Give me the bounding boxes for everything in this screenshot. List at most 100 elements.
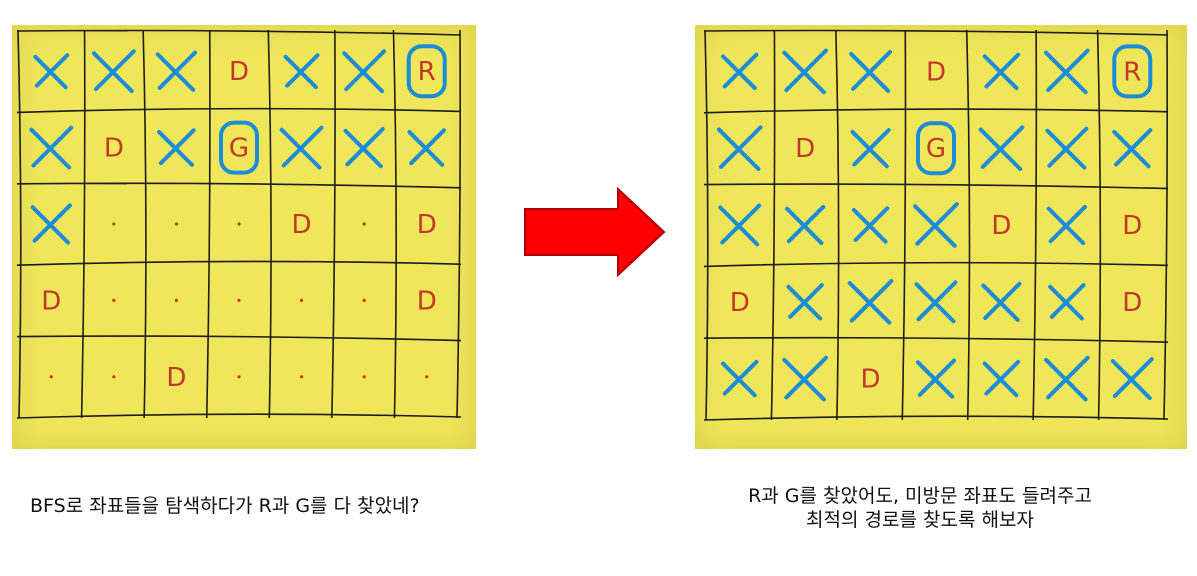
cell-letter-D: D [229,57,249,87]
grid-line-vertical [901,29,907,421]
grid-lines [703,29,1169,421]
circled-target-ring [1112,44,1153,99]
grid-line-vertical [142,29,147,419]
cell-letter-G: G [229,134,249,164]
grid-line-horizontal [703,108,1169,114]
cell-r4-c6 [1110,357,1154,401]
cell-letter-D: D [991,211,1011,241]
cell-r0-c1 [782,48,828,95]
grid-line-vertical [267,29,272,419]
visited-x-mark [785,204,826,246]
unvisited-dot [299,375,304,379]
cell-r1-c6 [407,128,446,167]
visited-x-mark [283,53,320,90]
cell-r4-c3 [915,358,957,399]
unvisited-dot [174,222,179,226]
visited-x-mark [155,50,198,92]
cell-letter-D: D [104,134,124,164]
cell-r4-c2: D [166,363,186,393]
cell-r0-c1 [91,49,136,94]
visited-x-mark [915,358,957,399]
cell-letter-D: D [795,134,815,164]
cell-letter-D: D [166,363,186,393]
grid-line-horizontal [703,183,1169,190]
cell-r0-c3: D [926,57,946,87]
cell-letter-D: D [417,210,437,240]
cell-r4-c6 [425,375,429,379]
cell-r3-c5 [362,298,366,302]
unvisited-dot [112,298,116,302]
caption-right: R과 G를 찾았어도, 미방문 좌표도 들려주고 최적의 경로를 찾도록 해보자 [650,484,1190,532]
unvisited-dot [362,222,366,226]
cell-r0-c6: R [406,44,447,99]
unvisited-dot [299,298,304,302]
visited-x-mark [850,128,891,169]
cell-r4-c0 [721,359,759,398]
cell-r2-c2 [174,222,179,226]
cell-r3-c4 [299,298,304,302]
cell-r1-c0 [29,125,74,170]
circled-target-ring [219,120,259,175]
visited-x-mark [847,278,894,325]
cell-letter-D: D [1122,288,1142,318]
grid-line-horizontal [16,335,462,342]
cell-r0-c4 [982,52,1021,91]
unvisited-dot [425,375,429,379]
unvisited-dot [237,222,241,226]
cell-r1-c3: G [219,120,259,175]
cell-r2-c0 [30,203,72,245]
grid-line-vertical [835,29,840,421]
cell-r4-c0 [49,375,53,379]
caption-left: BFS로 좌표들을 탐색하다가 R과 G를 다 찾았네? [30,495,420,517]
cell-r1-c3: G [916,121,956,176]
cell-r0-c2 [849,49,893,93]
cell-r1-c4 [978,125,1025,172]
visited-x-mark [279,125,324,170]
visited-x-mark [786,283,824,321]
cell-r2-c1 [112,222,116,226]
grid-line-vertical [704,29,709,421]
cell-r2-c0 [718,203,762,247]
grid-line-vertical [205,29,211,419]
cell-r1-c1: D [104,134,124,164]
visited-x-mark [721,52,759,91]
unvisited-dot [49,375,53,379]
cell-r4-c4 [299,375,304,379]
cell-r1-c0 [716,125,763,172]
cell-r2-c6: D [1122,211,1142,241]
cell-r4-c5 [1044,355,1090,402]
visited-x-mark [782,355,828,402]
cell-r3-c4 [981,281,1022,322]
visited-x-mark [342,49,387,94]
cell-r0-c6: R [1112,44,1153,99]
cell-r0-c5 [1044,48,1090,95]
grid-line-horizontal [16,29,462,36]
cell-r0-c0 [721,52,759,91]
visited-x-mark [157,128,196,167]
cell-r3-c6: D [1122,288,1142,318]
grid-line-horizontal [16,260,462,266]
grid-line-vertical [1163,29,1168,421]
right-arrow-icon [524,187,666,277]
visited-x-mark [1044,355,1090,402]
circled-target-ring [916,121,956,176]
cell-r3-c2 [174,298,179,302]
visited-x-mark [981,281,1022,322]
grid-line-horizontal [703,29,1169,36]
unvisited-dot [362,298,366,302]
cell-r2-c4: D [991,211,1011,241]
cell-letter-R: R [418,57,436,87]
visited-x-mark [1045,126,1089,170]
unvisited-dot [362,375,366,379]
cell-letter-D: D [41,286,61,316]
cell-r2-c5 [1046,204,1087,246]
visited-x-mark [407,128,446,167]
cell-r3-c0: D [730,288,750,318]
visited-x-mark [982,52,1021,91]
grid-line-horizontal [16,182,462,189]
cell-r4-c1 [782,355,828,402]
visited-x-mark [978,125,1025,172]
cell-letter-D: D [292,210,312,240]
